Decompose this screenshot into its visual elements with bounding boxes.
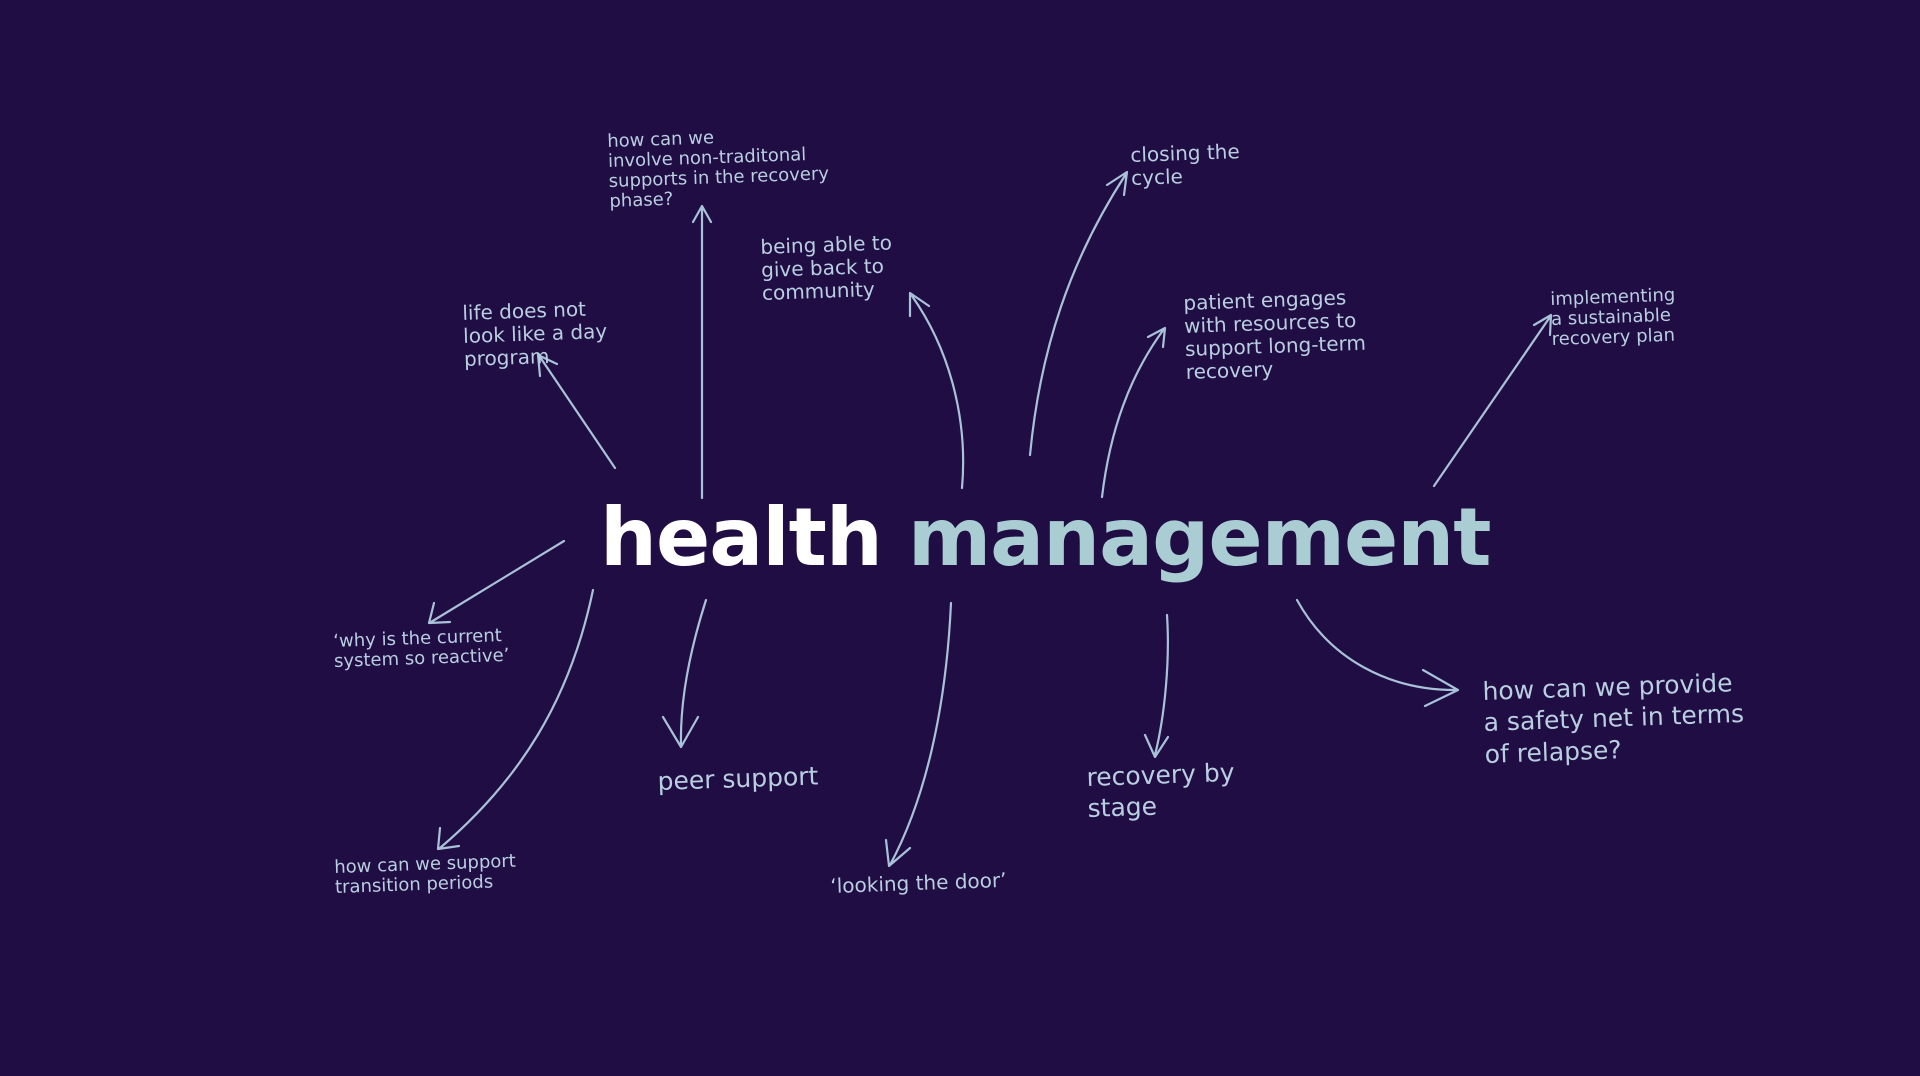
note-day-program: life does not look like a day program: [461, 296, 608, 371]
note-patient-engages: patient engages with resources to suppor…: [1182, 285, 1367, 384]
arrow-to-giving-back: [908, 291, 965, 490]
note-closing-cycle: closing the cycle: [1129, 139, 1241, 190]
title-word-management: management: [907, 491, 1492, 584]
note-transition-periods: how can we support transition periods: [333, 850, 517, 899]
arrow-to-reactive: [427, 539, 566, 625]
arrow-to-non-traditional: [691, 204, 713, 500]
arrow-to-day-program: [536, 353, 617, 470]
arrow-to-looking-door: [884, 601, 953, 868]
arrow-to-transition: [436, 588, 595, 851]
note-safety-net: how can we provide a safety net in terms…: [1482, 668, 1745, 769]
note-non-traditional-supports: how can we involve non-traditonal suppor…: [606, 127, 830, 213]
note-sustainable-plan: implementing a sustainable recovery plan: [1549, 284, 1676, 351]
arrow-to-safety-net: [1295, 598, 1460, 708]
arrow-to-by-stage: [1143, 613, 1170, 759]
note-recovery-by-stage: recovery by stage: [1086, 757, 1235, 824]
title-word-health: health: [600, 491, 883, 584]
central-topic: health management: [600, 488, 1492, 588]
arrow-to-peer-support: [661, 598, 708, 749]
note-reactive-system: ‘why is the current system so reactive’: [332, 625, 510, 673]
arrow-to-patient-engages: [1100, 326, 1167, 499]
arrow-to-sustainable-plan: [1432, 313, 1553, 488]
note-giving-back: being able to give back to community: [759, 230, 893, 305]
arrow-to-closing-cycle: [1028, 170, 1129, 457]
